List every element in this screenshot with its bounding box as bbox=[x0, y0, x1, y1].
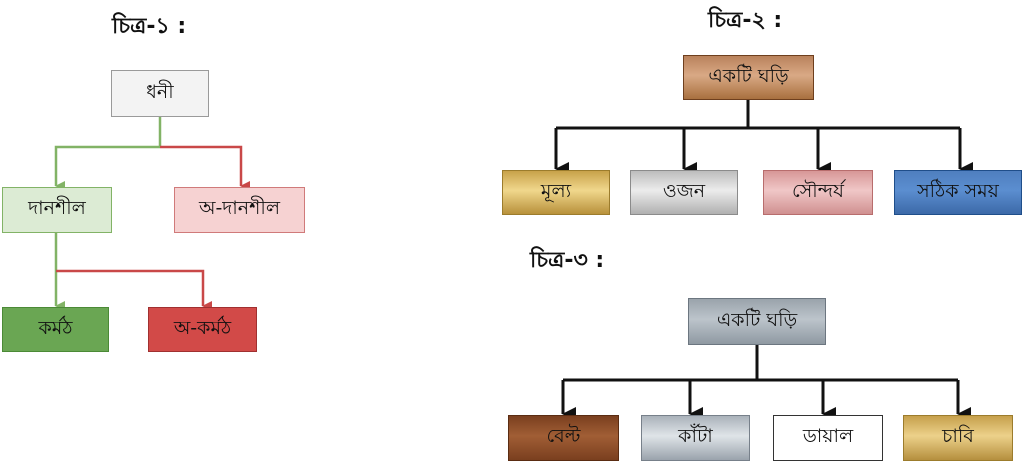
fig3-child-dial: ডায়াল bbox=[773, 415, 883, 461]
fig3-caption: চিত্র-৩ : bbox=[530, 248, 605, 273]
fig2-root-box: একটি ঘড়ি bbox=[683, 55, 814, 100]
fig2-caption: চিত্র-২ : bbox=[708, 8, 783, 33]
fig3-child-key: চাবি bbox=[903, 415, 1013, 461]
fig2-child-weight: ওজন bbox=[630, 170, 738, 215]
fig2-child-beauty: সৌন্দর্য bbox=[763, 170, 873, 215]
fig1-caption: চিত্র-১ : bbox=[112, 14, 187, 39]
fig3-connectors bbox=[561, 345, 971, 421]
fig1-arrow-nonhardworking bbox=[56, 269, 212, 311]
fig3-child-hands: কাঁটা bbox=[641, 415, 750, 461]
fig3-root-box: একটি ঘড়ি bbox=[688, 298, 826, 345]
fig1-connectors bbox=[54, 117, 250, 311]
fig3-child-belt: বেল্ট bbox=[508, 415, 619, 461]
fig1-noncharitable-box: অ-দানশীল bbox=[174, 187, 305, 233]
fig1-arrow-noncharitable bbox=[160, 145, 250, 191]
fig2-connectors bbox=[554, 100, 973, 176]
fig1-charitable-box: দানশীল bbox=[2, 187, 112, 233]
fig1-nonhardworking-box: অ-কর্মঠ bbox=[148, 307, 257, 352]
fig2-child-correct-time: সঠিক সময় bbox=[894, 170, 1022, 215]
fig1-hardworking-box: কর্মঠ bbox=[2, 307, 109, 352]
fig2-child-price: মূল্য bbox=[502, 170, 610, 215]
fig1-arrow-charitable bbox=[54, 145, 160, 191]
fig1-root-box: ধনী bbox=[111, 70, 209, 117]
